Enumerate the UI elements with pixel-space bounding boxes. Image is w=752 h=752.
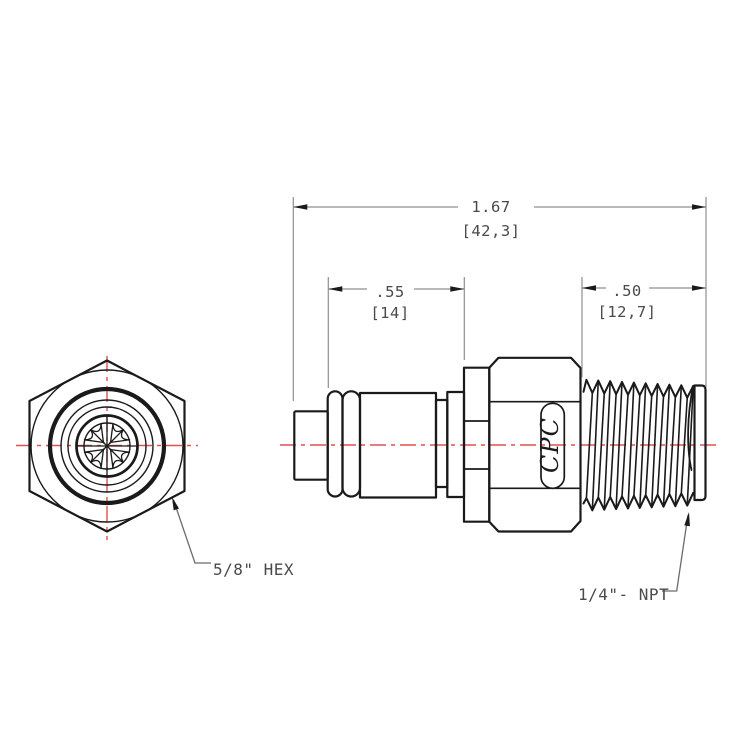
thread-line — [638, 382, 647, 509]
arm-n-right — [109, 422, 114, 444]
dim-body-in: .55 — [375, 283, 405, 301]
dim-overall-mm: [42,3] — [462, 222, 521, 240]
hex-size-label: 5/8" HEX — [213, 560, 294, 579]
thread-crest-bottom — [582, 491, 696, 512]
star-diagonal-sw — [90, 445, 108, 463]
arm-n-left — [100, 422, 105, 444]
thread-line — [603, 380, 612, 511]
thread-line — [615, 381, 623, 510]
thread-line — [627, 381, 635, 510]
dim-thread-mm: [12,7] — [598, 303, 657, 321]
thread-line — [621, 393, 629, 498]
thread-flank-lines — [585, 379, 695, 512]
logo-capsule — [540, 402, 566, 490]
thread-line — [585, 392, 594, 500]
star-diagonal-ne — [106, 429, 124, 447]
pipe-end-cap — [693, 384, 707, 502]
arm-s-right — [109, 448, 114, 470]
shoulder-circle — [60, 399, 154, 493]
dimension-texts: 1.67 [42,3] .55 [14] .50 [12,7] — [370, 198, 656, 322]
thread-line — [686, 385, 695, 507]
thread-runout-curve — [687, 385, 695, 471]
arm-s-left — [100, 448, 105, 470]
petal-arc-4 — [112, 459, 124, 470]
npt-size-label: 1/4"- NPT — [578, 585, 669, 604]
thread-line — [680, 396, 689, 495]
petal-arc-2 — [120, 429, 131, 441]
arm-w-top — [83, 439, 105, 444]
star-diagonal-se — [106, 445, 124, 463]
petal-arc-3 — [120, 451, 131, 463]
rib-2 — [341, 390, 362, 498]
thread-line — [644, 395, 653, 497]
thread-crest-top — [582, 378, 696, 399]
petal-arc-8 — [90, 422, 102, 433]
petal-arc-5 — [90, 459, 102, 470]
petal-arc-6 — [83, 451, 94, 463]
dimensions: 1.67 [42,3] .55 [14] .50 [12,7] — [292, 197, 707, 401]
thread-line — [597, 392, 606, 499]
thread-line — [674, 384, 683, 508]
npt-leader-arrow — [684, 512, 690, 527]
arm-e-bottom — [109, 448, 131, 453]
dim-overall-in: 1.67 — [471, 198, 510, 216]
logo-text: CPC — [536, 417, 564, 473]
thread-line — [609, 393, 617, 498]
rib-1 — [326, 390, 344, 498]
body-circle-thick — [47, 386, 167, 506]
thread-line — [662, 383, 671, 508]
petal-arc-1 — [112, 422, 124, 433]
dim-body-mm: [14] — [370, 304, 409, 322]
valve-star-pattern — [75, 414, 139, 478]
arrow-overall-right — [692, 204, 706, 210]
thread-line — [656, 395, 665, 496]
arrow-body-left — [328, 286, 343, 292]
side-view: CPC — [293, 356, 707, 533]
arrow-thread-left — [582, 285, 596, 291]
arm-w-bottom — [83, 448, 105, 453]
thread-line — [650, 383, 659, 509]
hex-inscribed-circle — [30, 369, 184, 523]
hex-body — [488, 356, 582, 533]
arm-e-top — [109, 439, 131, 444]
dimension-arrows — [293, 204, 706, 292]
arrow-thread-right — [692, 285, 706, 291]
collar-circle — [67, 406, 147, 486]
arrow-overall-left — [293, 204, 308, 210]
hex-leader-arrow — [172, 497, 179, 511]
groove — [434, 398, 449, 489]
petal-arc-7 — [83, 429, 94, 441]
hex-outline — [28, 359, 186, 533]
end-view — [28, 359, 186, 533]
npt-leader-line — [662, 514, 689, 592]
hex-leader-line — [172, 499, 211, 564]
arrow-body-right — [450, 286, 465, 292]
thread-line — [633, 394, 641, 497]
leader-callouts: 5/8" HEX 1/4"- NPT — [172, 497, 690, 604]
star-diagonal-nw — [90, 429, 108, 447]
npt-threads — [582, 378, 696, 512]
dim-thread-in: .50 — [612, 282, 642, 300]
thread-line — [591, 379, 600, 512]
thread-line — [668, 396, 677, 495]
